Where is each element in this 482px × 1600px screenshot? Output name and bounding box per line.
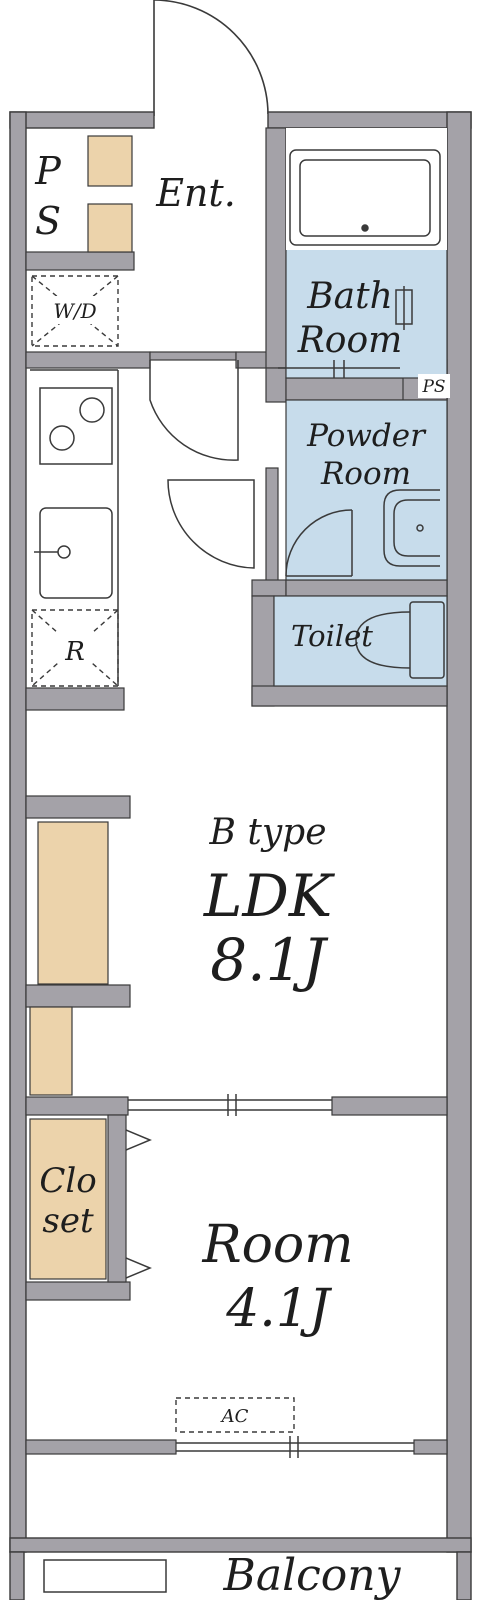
label-unit-type: B type — [208, 812, 326, 853]
label-ps-left-s: S — [35, 199, 61, 243]
label-closet-2: set — [42, 1201, 94, 1241]
outdoor-unit — [43, 1559, 167, 1593]
kitchen-sink — [39, 507, 113, 599]
bathtub — [289, 149, 441, 246]
label-powder-1: Powder — [306, 418, 427, 454]
label-powder-2: Room — [320, 456, 411, 492]
washer-space — [31, 275, 119, 347]
shoe-cabinet-bottom — [87, 203, 133, 253]
ldk-storage-upper — [37, 821, 109, 985]
label-ps-left-p: P — [34, 149, 62, 193]
label-washer: W/D — [53, 299, 96, 323]
label-room-size: 4.1J — [225, 1279, 333, 1339]
label-ps-right: PS — [421, 377, 445, 397]
label-room: Room — [201, 1215, 353, 1275]
closet-area — [29, 1118, 107, 1280]
aircon-space — [175, 1397, 295, 1433]
label-toilet: Toilet — [291, 619, 373, 653]
label-entrance: Ent. — [155, 171, 236, 215]
label-fridge: R — [64, 637, 85, 667]
label-aircon: AC — [220, 1406, 249, 1427]
label-ldk-size: 8.1J — [210, 926, 328, 994]
exterior-walls — [9, 111, 472, 1600]
toilet-area — [273, 595, 448, 687]
shoe-cabinet-top — [87, 135, 133, 187]
label-bath-2: Room — [297, 320, 403, 361]
label-bath-1: Bath — [306, 276, 393, 317]
ldk-storage-lower — [29, 1006, 73, 1096]
label-ldk: LDK — [203, 862, 336, 930]
stove — [39, 387, 113, 465]
label-balcony: Balcony — [223, 1550, 402, 1600]
interior-walls — [25, 127, 448, 1455]
label-closet-1: Clo — [39, 1161, 96, 1201]
room-labels: P S Ent. W/D Bath Room PS Powder Room To… — [34, 149, 445, 1600]
entrance-door — [153, 0, 269, 116]
fixtures — [30, 149, 445, 1593]
